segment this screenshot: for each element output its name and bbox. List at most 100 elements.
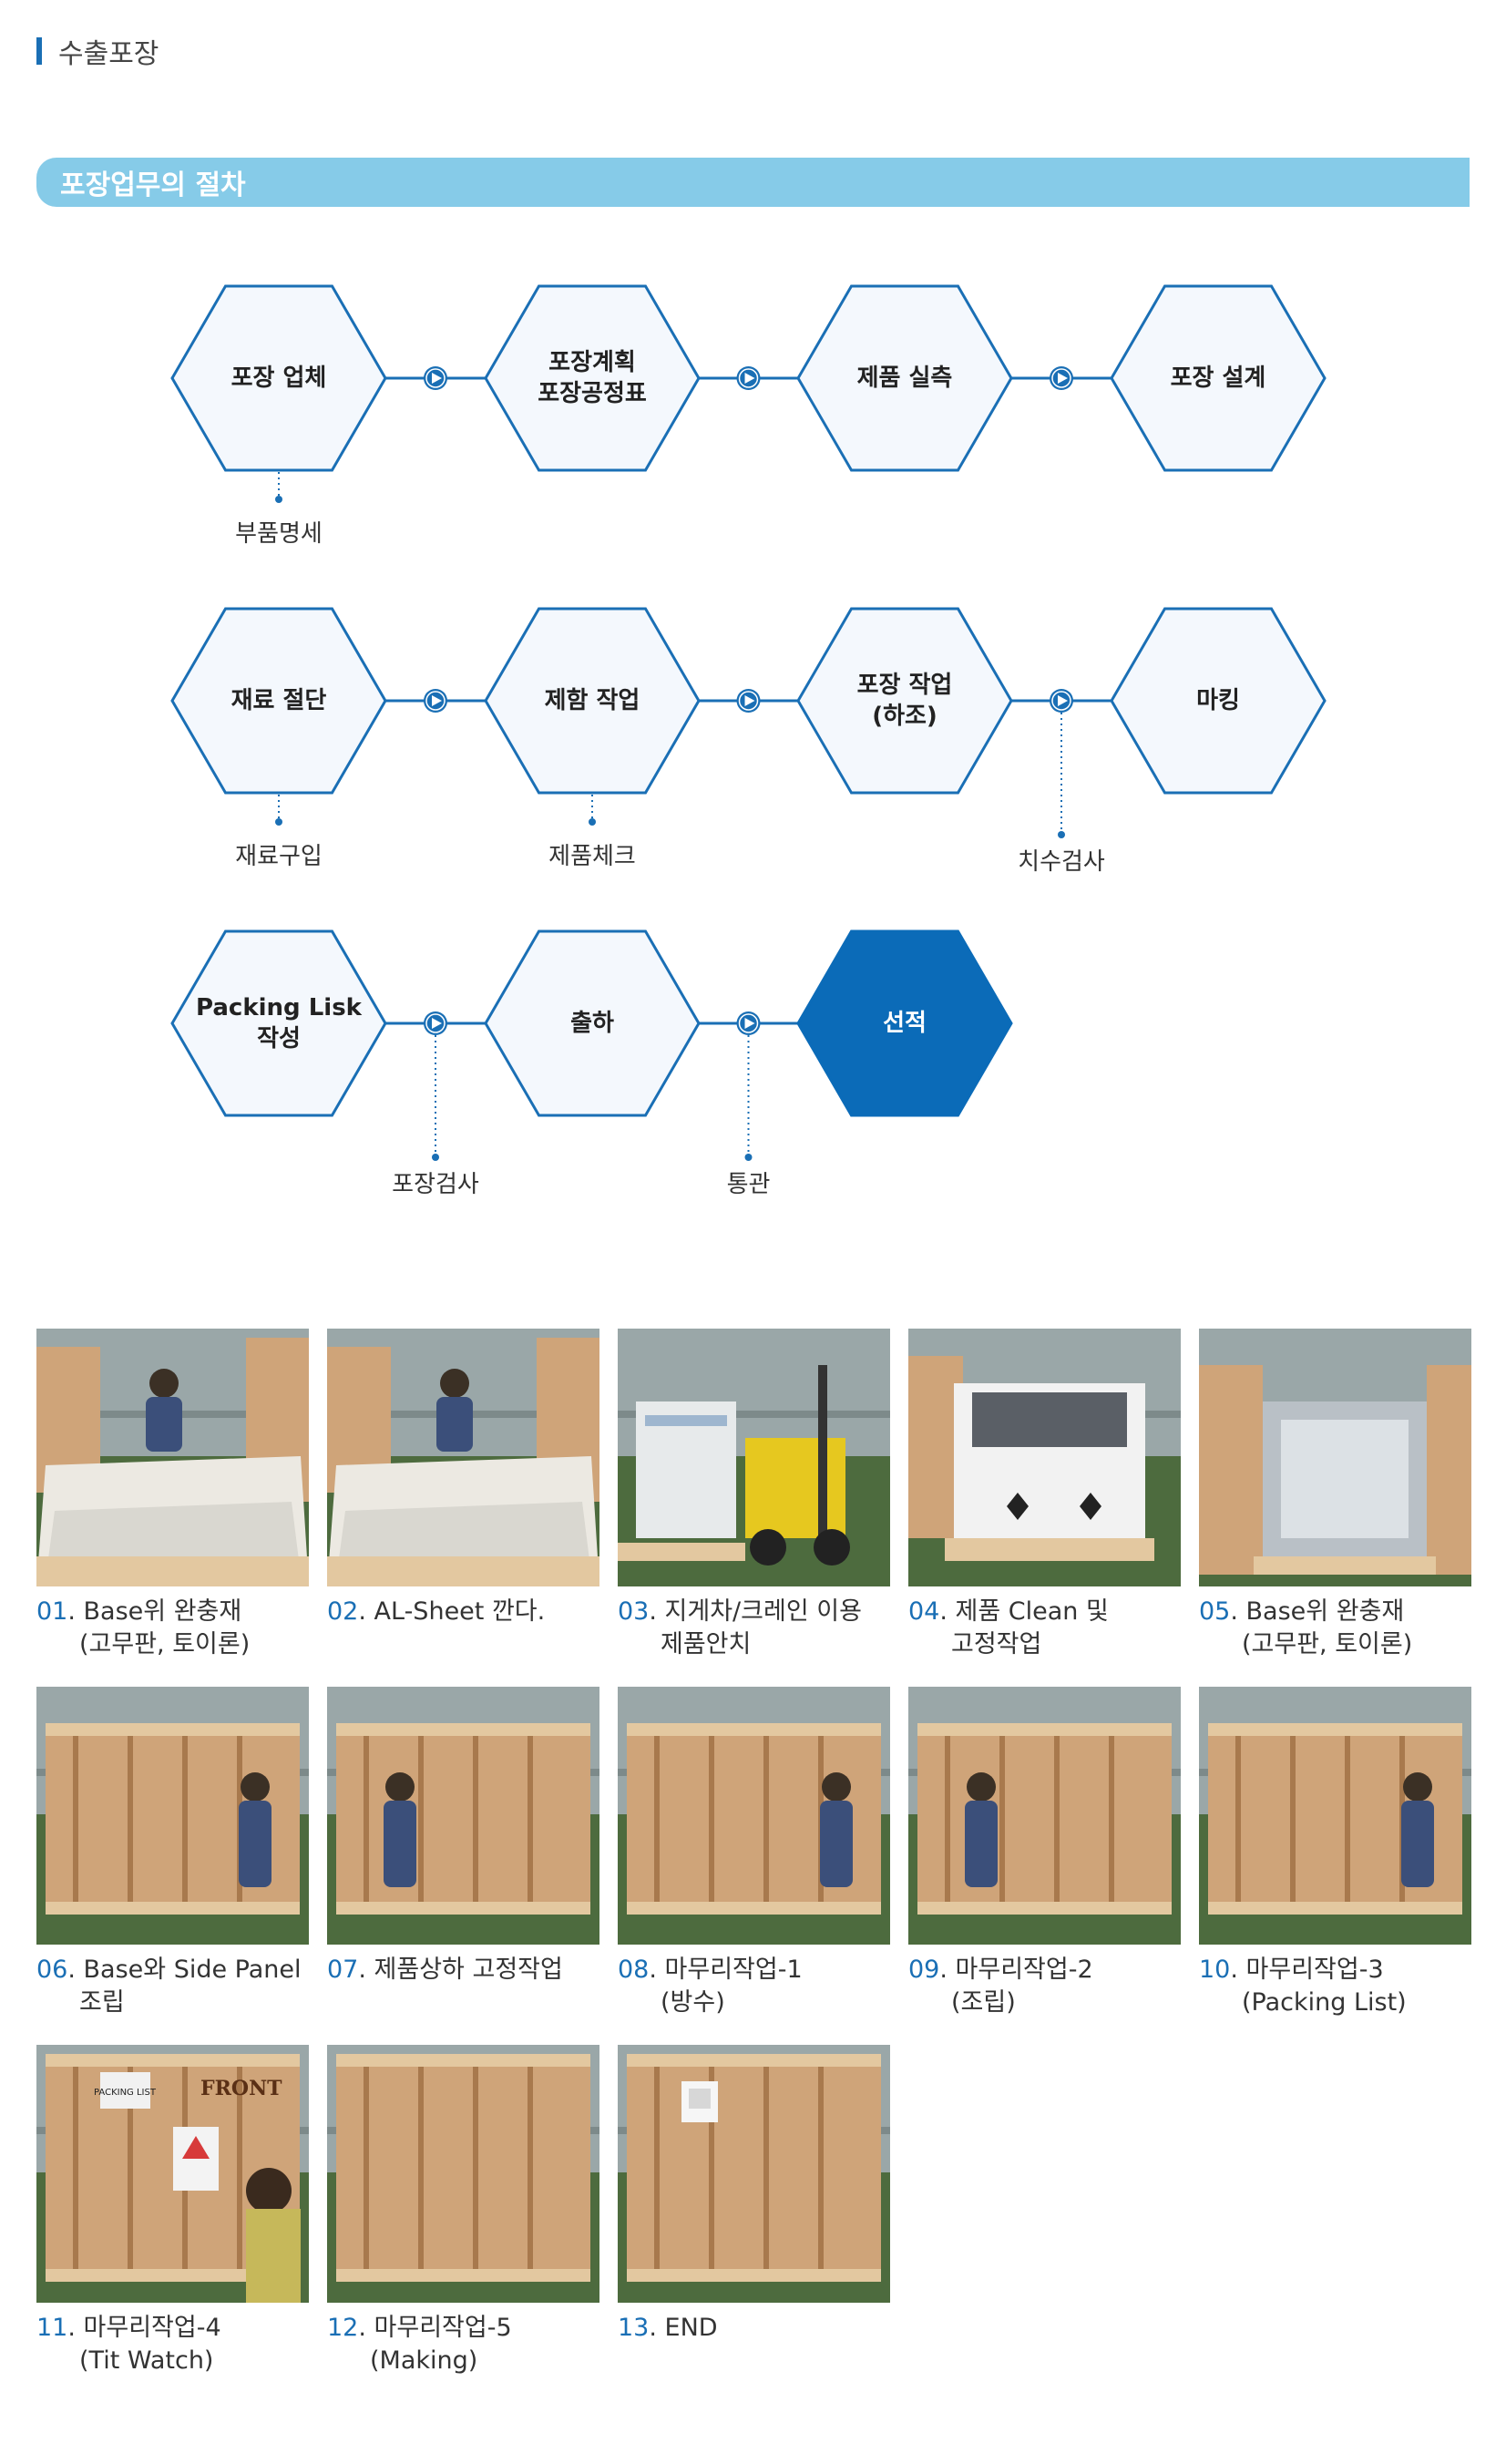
caption-dot: .	[649, 2314, 665, 2342]
caption-line-1: 05. Base위 완충재	[1199, 1596, 1412, 1628]
caption-line-1: 13. END	[618, 2312, 718, 2345]
caption-line-1: 11. 마무리작업-4	[36, 2312, 221, 2345]
section-title: 포장업무의 절차	[60, 169, 246, 201]
step-label-line: 작성	[257, 1025, 301, 1052]
caption-dot: .	[67, 2314, 84, 2342]
step-label-line: 포장계획	[548, 349, 636, 376]
caption-number: 13	[618, 2314, 650, 2342]
caption-text: AL-Sheet 깐다.	[374, 1597, 546, 1626]
caption-text: 마무리작업-1	[664, 1956, 803, 1984]
caption-line-1: 02. AL-Sheet 깐다.	[327, 1596, 545, 1628]
caption-line-1: 01. Base위 완충재	[36, 1596, 250, 1628]
caption-dot: .	[358, 2314, 374, 2342]
caption-line-1: 07. 제품상하 고정작업	[327, 1954, 563, 1987]
caption-number: 05	[1199, 1597, 1231, 1626]
caption-dot: .	[67, 1956, 84, 1984]
play-arrow-icon	[432, 695, 442, 706]
caption-text: 마무리작업-3	[1245, 1956, 1384, 1984]
caption-dot: .	[939, 1597, 956, 1626]
photo-caption: 02. AL-Sheet 깐다.	[327, 1596, 545, 1628]
leader-dot	[1058, 831, 1065, 838]
step-label-line: 제품 실측	[856, 364, 953, 392]
hexagon-step	[484, 284, 701, 472]
step-label-line: 제함 작업	[544, 687, 640, 714]
caption-line-1: 06. Base와 Side Panel	[36, 1954, 302, 1987]
step-label-line: 출하	[570, 1010, 614, 1037]
page-title: 수출포장	[36, 33, 159, 70]
hexagon-step	[796, 284, 1013, 472]
caption-text: Base위 완충재	[83, 1597, 242, 1626]
caption-number: 10	[1199, 1956, 1231, 1984]
caption-line-1: 12. 마무리작업-5	[327, 2312, 512, 2345]
hexagon-step	[1110, 284, 1327, 472]
step-label: 제함 작업	[492, 685, 692, 716]
leader-dot	[275, 818, 282, 826]
step-photo	[618, 1687, 890, 1945]
arrow-ring	[425, 368, 446, 388]
caption-dot: .	[649, 1956, 665, 1984]
step-label: 선적	[804, 1008, 1005, 1039]
step-label: 출하	[492, 1008, 692, 1039]
caption-line-2: 제품안치	[661, 1630, 752, 1658]
step-photo	[618, 1329, 890, 1586]
photo-caption: 10. 마무리작업-3 (Packing List)	[1199, 1954, 1407, 2019]
caption-line-2: (고무판, 토이론)	[1242, 1630, 1413, 1658]
caption-dot: .	[67, 1597, 84, 1626]
caption-line-1: 09. 마무리작업-2	[908, 1954, 1093, 1987]
hexagon-step-final	[796, 929, 1013, 1117]
caption-text: 제품상하 고정작업	[374, 1956, 563, 1984]
caption-dot: .	[358, 1597, 374, 1626]
step-photo	[1199, 1687, 1471, 1945]
caption-line-2: 조립	[79, 1988, 125, 2017]
step-photo	[1199, 1329, 1471, 1586]
leader-dot	[432, 1154, 439, 1161]
hexagon-step	[1110, 607, 1327, 795]
step-photo	[36, 1329, 309, 1586]
svg-text:FRONT: FRONT	[200, 2077, 282, 2100]
step-label-line: 포장공정표	[538, 380, 647, 407]
step-photo: PACKING LIST FRONT	[36, 2045, 309, 2303]
caption-dot: .	[358, 1956, 374, 1984]
arrow-ring	[738, 691, 759, 711]
arrow-ring	[425, 1013, 446, 1033]
step-label: 제품 실측	[804, 363, 1005, 394]
arrow-ring	[1051, 368, 1071, 388]
caption-line-1: 04. 제품 Clean 및	[908, 1596, 1109, 1628]
play-arrow-icon	[432, 1018, 442, 1029]
leader-dot	[275, 496, 282, 503]
caption-text: END	[664, 2314, 718, 2342]
leader-dot	[589, 818, 596, 826]
caption-line-2: 고정작업	[951, 1630, 1042, 1658]
photo-caption: 12. 마무리작업-5(Making)	[327, 2312, 512, 2377]
photo-caption: 07. 제품상하 고정작업	[327, 1954, 563, 1987]
caption-number: 04	[908, 1597, 940, 1626]
step-photo	[618, 2045, 890, 2303]
step-label-line: 마킹	[1196, 687, 1240, 714]
step-label-line: Packing Lisk	[196, 994, 362, 1022]
caption-dot: .	[649, 1597, 665, 1626]
photo-caption: 05. Base위 완충재(고무판, 토이론)	[1199, 1596, 1412, 1661]
caption-line-2: (Packing List)	[1242, 1988, 1407, 2017]
caption-line-2: (방수)	[661, 1988, 725, 2017]
svg-text:PACKING LIST: PACKING LIST	[94, 2088, 157, 2098]
caption-number: 02	[327, 1597, 359, 1626]
caption-text: 지게차/크레인 이용	[664, 1597, 862, 1626]
caption-number: 08	[618, 1956, 650, 1984]
step-label-line: 선적	[883, 1010, 927, 1037]
caption-line-1: 08. 마무리작업-1	[618, 1954, 803, 1987]
process-flow-diagram	[170, 284, 1327, 1161]
hexagon-step	[170, 929, 387, 1117]
step-photo	[908, 1329, 1181, 1586]
caption-text: 마무리작업-5	[374, 2314, 512, 2342]
step-label-line: (하조)	[872, 703, 937, 730]
hexagon-step	[484, 929, 701, 1117]
page-title-text: 수출포장	[58, 38, 159, 70]
step-photo	[327, 2045, 599, 2303]
caption-line-1: 03. 지게차/크레인 이용	[618, 1596, 862, 1628]
caption-number: 07	[327, 1956, 359, 1984]
step-label-line: 재료 절단	[231, 687, 327, 714]
caption-number: 01	[36, 1597, 68, 1626]
caption-dot: .	[1230, 1956, 1246, 1984]
